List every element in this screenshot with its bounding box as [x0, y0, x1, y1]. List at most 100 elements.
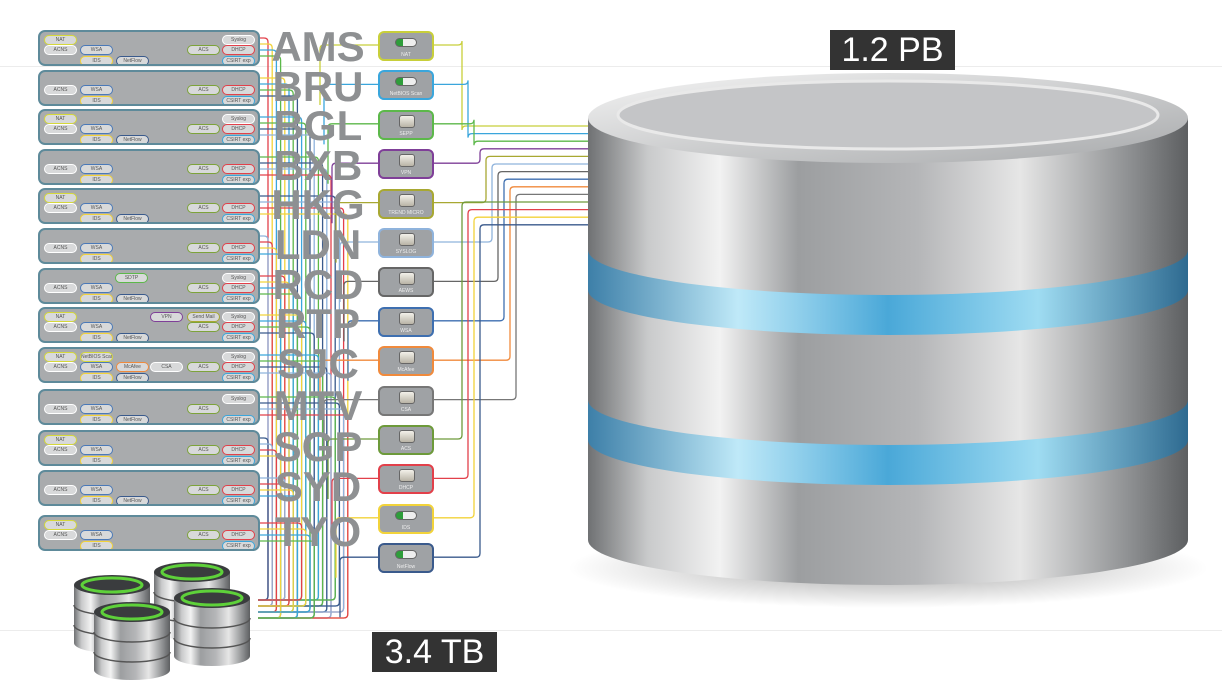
tool-node-wsa[interactable]: WSA: [378, 306, 434, 337]
service-chip-nat[interactable]: NAT: [44, 435, 77, 445]
service-chip-acs[interactable]: ACS: [187, 445, 220, 455]
service-chip-netflow[interactable]: NetFlow: [116, 135, 149, 143]
service-chip-wsa[interactable]: WSA: [80, 124, 113, 134]
tool-node-nat[interactable]: NAT: [378, 31, 434, 61]
service-chip-csirt-exp[interactable]: CSIRT exp: [222, 56, 255, 64]
service-chip-ids[interactable]: IDS: [80, 294, 113, 302]
service-chip-csirt-exp[interactable]: CSIRT exp: [222, 496, 255, 504]
service-chip-acns[interactable]: ACNS: [44, 164, 77, 174]
service-chip-acns[interactable]: ACNS: [44, 243, 77, 253]
service-chip-csirt-exp[interactable]: CSIRT exp: [222, 415, 255, 423]
service-chip-nat[interactable]: NAT: [44, 114, 77, 124]
service-chip-netflow[interactable]: NetFlow: [116, 333, 149, 341]
service-chip-csirt-exp[interactable]: CSIRT exp: [222, 456, 255, 464]
service-chip-dhcp[interactable]: DHCP: [222, 362, 255, 372]
service-chip-acs[interactable]: ACS: [187, 362, 220, 372]
service-chip-csirt-exp[interactable]: CSIRT exp: [222, 254, 255, 262]
service-chip-acns[interactable]: ACNS: [44, 362, 77, 372]
service-chip-csa[interactable]: CSA: [150, 362, 183, 372]
tool-node-netflow[interactable]: NetFlow: [378, 543, 434, 574]
service-chip-syslog[interactable]: Syslog: [222, 114, 255, 124]
service-chip-dhcp[interactable]: DHCP: [222, 530, 255, 540]
service-chip-acns[interactable]: ACNS: [44, 530, 77, 540]
service-chip-wsa[interactable]: WSA: [80, 283, 113, 293]
service-chip-acs[interactable]: ACS: [187, 85, 220, 95]
service-chip-csirt-exp[interactable]: CSIRT exp: [222, 294, 255, 302]
service-chip-ids[interactable]: IDS: [80, 96, 113, 104]
service-chip-csirt-exp[interactable]: CSIRT exp: [222, 96, 255, 104]
service-chip-dhcp[interactable]: DHCP: [222, 283, 255, 293]
service-chip-wsa[interactable]: WSA: [80, 85, 113, 95]
service-chip-ids[interactable]: IDS: [80, 496, 113, 504]
service-chip-dhcp[interactable]: DHCP: [222, 45, 255, 55]
service-chip-acns[interactable]: ACNS: [44, 445, 77, 455]
service-chip-acs[interactable]: ACS: [187, 283, 220, 293]
service-chip-nat[interactable]: NAT: [44, 312, 77, 322]
service-chip-syslog[interactable]: Syslog: [222, 394, 255, 404]
service-chip-wsa[interactable]: WSA: [80, 485, 113, 495]
service-chip-acs[interactable]: ACS: [187, 404, 220, 414]
service-chip-acns[interactable]: ACNS: [44, 404, 77, 414]
service-chip-wsa[interactable]: WSA: [80, 164, 113, 174]
service-chip-ids[interactable]: IDS: [80, 373, 113, 381]
tool-node-netbios-scan[interactable]: NetBIOS Scan: [378, 70, 434, 101]
tool-node-trend-micro[interactable]: TREND MICRO: [378, 188, 434, 219]
service-chip-acs[interactable]: ACS: [187, 485, 220, 495]
service-chip-dhcp[interactable]: DHCP: [222, 164, 255, 174]
tool-node-ids[interactable]: IDS: [378, 503, 434, 534]
service-chip-nat[interactable]: NAT: [44, 193, 77, 203]
service-chip-acs[interactable]: ACS: [187, 203, 220, 213]
service-chip-ids[interactable]: IDS: [80, 456, 113, 464]
service-chip-dhcp[interactable]: DHCP: [222, 85, 255, 95]
service-chip-acns[interactable]: ACNS: [44, 322, 77, 332]
service-chip-csirt-exp[interactable]: CSIRT exp: [222, 541, 255, 549]
service-chip-dhcp[interactable]: DHCP: [222, 322, 255, 332]
service-chip-acns[interactable]: ACNS: [44, 85, 77, 95]
service-chip-wsa[interactable]: WSA: [80, 203, 113, 213]
service-chip-netflow[interactable]: NetFlow: [116, 294, 149, 302]
tool-node-mcafee[interactable]: McAfee: [378, 346, 434, 377]
service-chip-ids[interactable]: IDS: [80, 415, 113, 423]
service-chip-ids[interactable]: IDS: [80, 541, 113, 549]
service-chip-dhcp[interactable]: DHCP: [222, 124, 255, 134]
service-chip-netbios-scan[interactable]: NetBIOS Scan: [80, 352, 113, 362]
service-chip-netflow[interactable]: NetFlow: [116, 373, 149, 381]
service-chip-csirt-exp[interactable]: CSIRT exp: [222, 333, 255, 341]
service-chip-acs[interactable]: ACS: [187, 243, 220, 253]
service-chip-nat[interactable]: NAT: [44, 352, 77, 362]
service-chip-wsa[interactable]: WSA: [80, 45, 113, 55]
tool-node-acs[interactable]: ACS: [378, 425, 434, 455]
service-chip-acns[interactable]: ACNS: [44, 203, 77, 213]
service-chip-ids[interactable]: IDS: [80, 175, 113, 183]
service-chip-wsa[interactable]: WSA: [80, 404, 113, 414]
service-chip-acs[interactable]: ACS: [187, 164, 220, 174]
service-chip-acns[interactable]: ACNS: [44, 283, 77, 293]
service-chip-wsa[interactable]: WSA: [80, 322, 113, 332]
service-chip-mcafee[interactable]: McAfee: [116, 362, 149, 372]
service-chip-acns[interactable]: ACNS: [44, 485, 77, 495]
service-chip-wsa[interactable]: WSA: [80, 362, 113, 372]
service-chip-dhcp[interactable]: DHCP: [222, 485, 255, 495]
tool-node-dhcp[interactable]: DHCP: [378, 464, 434, 495]
tool-node-aews[interactable]: AEWS: [378, 267, 434, 298]
service-chip-nat[interactable]: NAT: [44, 35, 77, 45]
service-chip-netflow[interactable]: NetFlow: [116, 56, 149, 64]
service-chip-csirt-exp[interactable]: CSIRT exp: [222, 135, 255, 143]
tool-node-vpn[interactable]: VPN: [378, 149, 434, 180]
service-chip-wsa[interactable]: WSA: [80, 243, 113, 253]
service-chip-syslog[interactable]: Syslog: [222, 273, 255, 283]
tool-node-sepp[interactable]: SEPP: [378, 109, 434, 140]
service-chip-ids[interactable]: IDS: [80, 333, 113, 341]
service-chip-acs[interactable]: ACS: [187, 322, 220, 332]
service-chip-ids[interactable]: IDS: [80, 214, 113, 222]
service-chip-csirt-exp[interactable]: CSIRT exp: [222, 373, 255, 381]
